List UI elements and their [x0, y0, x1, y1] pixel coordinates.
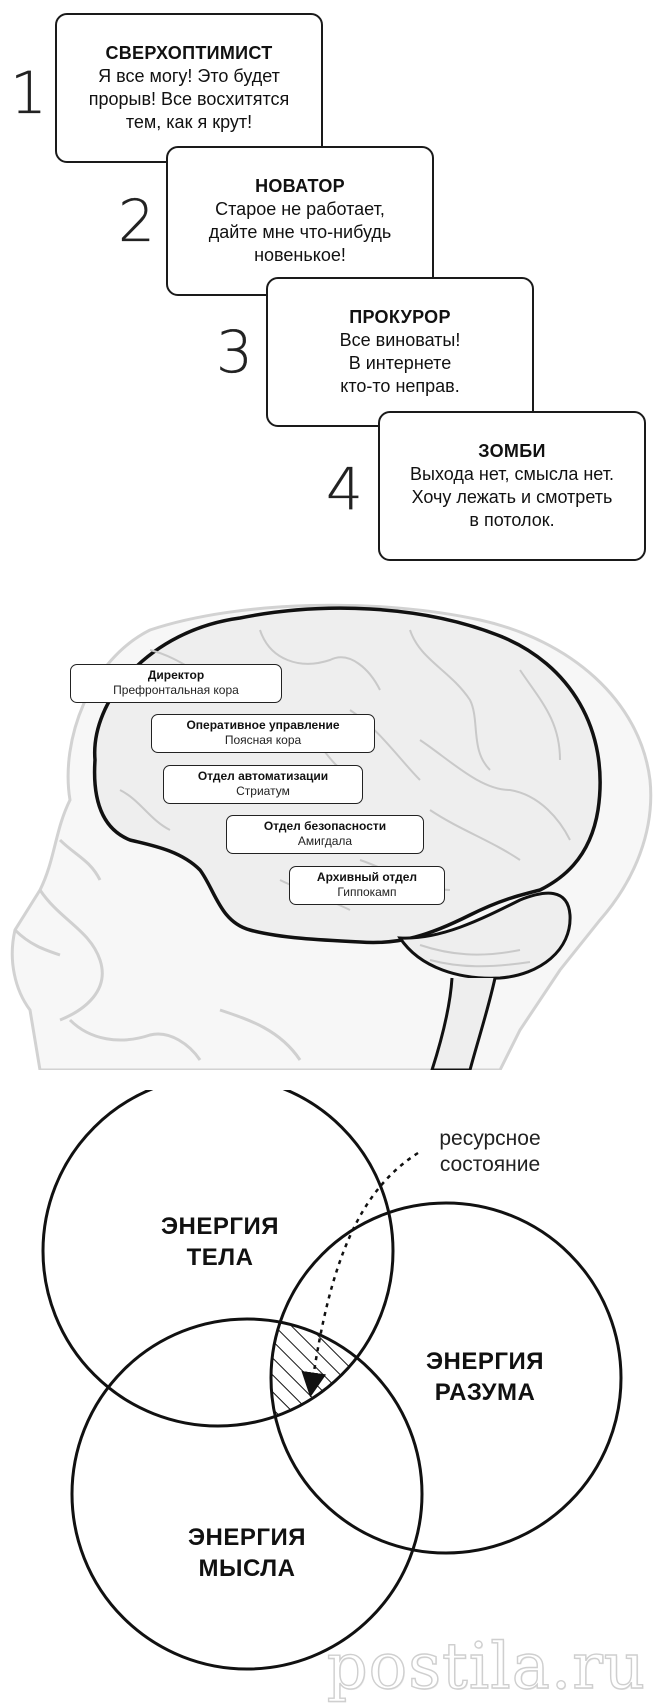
stage-number-1: 1	[10, 59, 47, 127]
stage-description: Я все могу! Это будет прорыв! Все восхит…	[88, 66, 290, 133]
thought-energy-circle	[70, 1317, 424, 1671]
brain-label-director: Директор Префронтальная кора	[70, 664, 282, 703]
stage-card-4: ЗОМБИ Выхода нет, смысла нет. Хочу лежат…	[378, 411, 646, 561]
stage-title: ЗОМБИ	[478, 440, 546, 461]
label-subtitle: Поясная кора	[224, 733, 302, 747]
label-subtitle: Гиппокамп	[337, 885, 397, 899]
resource-state-note: ресурсное состояние	[439, 1127, 541, 1177]
mind-energy-label: ЭНЕРГИЯ РАЗУМА	[425, 1348, 545, 1407]
skull-face-details	[13, 838, 302, 1061]
brain-label-security: Отдел безопасности Амигдала	[226, 815, 424, 854]
stage-card-2: НОВАТОР Старое не работает, дайте мне чт…	[166, 146, 434, 296]
label-title: Отдел безопасности	[263, 819, 387, 833]
body-energy-circle	[41, 1090, 395, 1428]
resource-state-region	[271, 1319, 393, 1426]
stage-title: ПРОКУРОР	[349, 306, 451, 327]
stage-number-3: 3	[216, 318, 253, 386]
stage-title: СВЕРХОПТИМИСТ	[105, 42, 273, 63]
label-title: Архивный отдел	[316, 870, 418, 884]
thought-energy-label: ЭНЕРГИЯ МЫСЛА	[187, 1524, 307, 1583]
pointer-arrow	[301, 1151, 419, 1398]
venn-diagram	[41, 1090, 623, 1671]
brain-label-archive: Архивный отдел Гиппокамп	[289, 866, 445, 905]
label-subtitle: Стриатум	[236, 784, 290, 798]
stage-number-4: 4	[326, 455, 363, 523]
brain-label-operations: Оперативное управление Поясная кора	[151, 714, 375, 753]
label-title: Директор	[147, 668, 205, 682]
stage-card-3: ПРОКУРОР Все виноваты! В интернете кто-т…	[266, 277, 534, 427]
label-subtitle: Амигдала	[297, 834, 353, 848]
stage-description: Выхода нет, смысла нет. Хочу лежать и см…	[410, 464, 614, 531]
label-title: Оперативное управление	[186, 718, 340, 732]
mind-energy-circle	[269, 1201, 623, 1555]
stage-title: НОВАТОР	[255, 175, 345, 196]
brain-label-automation: Отдел автоматизации Стриатум	[163, 765, 363, 804]
stage-number-2: 2	[118, 187, 155, 255]
stage-card-1: СВЕРХОПТИМИСТ Я все могу! Это будет прор…	[55, 13, 323, 163]
label-subtitle: Префронтальная кора	[113, 683, 239, 697]
label-title: Отдел автоматизации	[197, 769, 329, 783]
watermark: postila.ru	[326, 1629, 646, 1704]
stage-description: Все виноваты! В интернете кто-то неправ.	[339, 330, 461, 397]
stage-description: Старое не работает, дайте мне что-нибудь…	[208, 199, 392, 266]
body-energy-label: ЭНЕРГИЯ ТЕЛА	[160, 1213, 280, 1272]
